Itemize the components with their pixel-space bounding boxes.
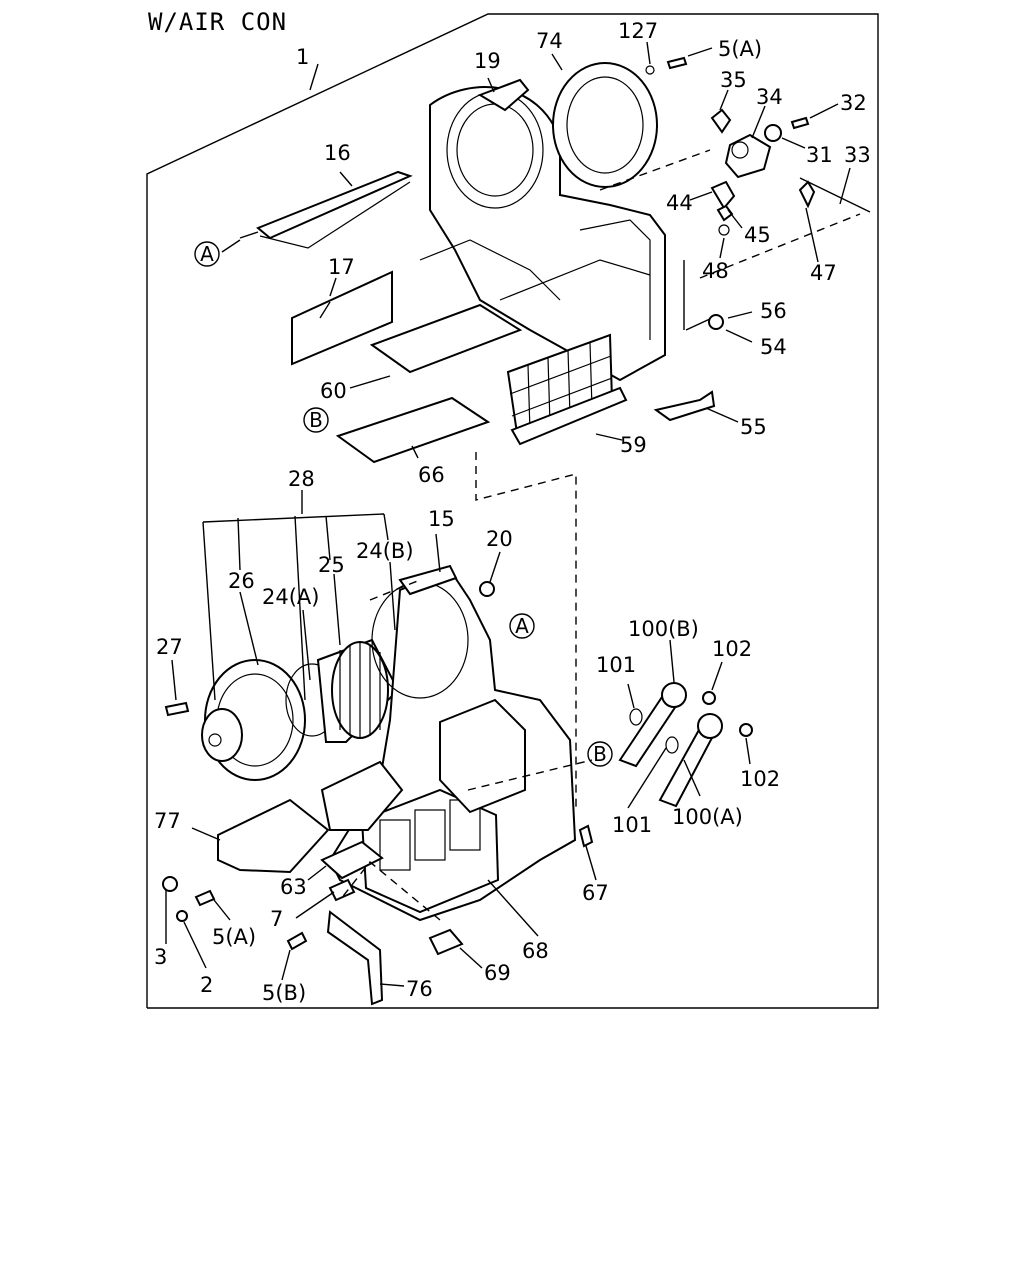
callout-16: 16	[324, 141, 351, 165]
blower-assembly	[162, 564, 753, 1006]
callout-101-bottom: 101	[612, 813, 652, 837]
leader-lines	[165, 41, 851, 987]
callout-24b: 24(B)	[356, 539, 414, 563]
svg-text:B: B	[593, 742, 607, 766]
callout-2: 2	[200, 973, 213, 997]
callout-25: 25	[318, 553, 345, 577]
callout-34: 34	[756, 85, 783, 109]
assembly-dash-lines	[339, 149, 861, 921]
ref-a-top: A	[194, 241, 220, 267]
callout-102-bottom: 102	[740, 767, 780, 791]
callout-59: 59	[620, 433, 647, 457]
callout-3: 3	[154, 945, 167, 969]
callout-60: 60	[320, 379, 347, 403]
callout-7: 7	[270, 907, 283, 931]
callout-69: 69	[484, 961, 511, 985]
callout-20: 20	[486, 527, 513, 551]
svg-text:A: A	[515, 614, 529, 638]
upper-housing	[419, 56, 871, 382]
callout-100a: 100(A)	[672, 805, 743, 829]
callout-15: 15	[428, 507, 455, 531]
callout-labels: 1 19 74 127 5(A) 35 34 32 31 33 16 44 45…	[154, 19, 871, 1005]
callout-63: 63	[280, 875, 307, 899]
callout-35: 35	[720, 68, 747, 92]
callout-31: 31	[806, 143, 833, 167]
callout-5a-bottom: 5(A)	[212, 925, 256, 949]
ref-a-mid: A	[509, 613, 535, 639]
callout-5b: 5(B)	[262, 981, 306, 1005]
callout-33: 33	[844, 143, 871, 167]
callout-24a: 24(A)	[262, 585, 319, 609]
callout-56: 56	[760, 299, 787, 323]
callout-55: 55	[740, 415, 767, 439]
ref-b-mid: B	[303, 407, 329, 433]
callout-76: 76	[406, 977, 433, 1001]
assembly-frame	[146, 13, 879, 1009]
callout-101-top: 101	[596, 653, 636, 677]
callout-77: 77	[154, 809, 181, 833]
diagram-title: W/AIR CON	[148, 8, 287, 36]
callout-1: 1	[296, 45, 309, 69]
callout-26: 26	[228, 569, 255, 593]
callout-100b: 100(B)	[628, 617, 699, 641]
callout-17: 17	[328, 255, 355, 279]
filter-elements	[239, 170, 716, 464]
callout-74: 74	[536, 29, 563, 53]
callout-48: 48	[702, 259, 729, 283]
callout-27: 27	[156, 635, 183, 659]
callout-66: 66	[418, 463, 445, 487]
callout-32: 32	[840, 91, 867, 115]
callout-68: 68	[522, 939, 549, 963]
callout-67: 67	[582, 881, 609, 905]
svg-text:A: A	[200, 242, 214, 266]
svg-text:B: B	[309, 408, 323, 432]
callout-54: 54	[760, 335, 787, 359]
callout-28: 28	[288, 467, 315, 491]
callout-44: 44	[666, 191, 693, 215]
callout-102-top: 102	[712, 637, 752, 661]
callout-47: 47	[810, 261, 837, 285]
ref-b-right: B	[587, 741, 613, 767]
callout-45: 45	[744, 223, 771, 247]
callout-127: 127	[618, 19, 658, 43]
callout-5a-top: 5(A)	[718, 37, 762, 61]
callout-19: 19	[474, 49, 501, 73]
